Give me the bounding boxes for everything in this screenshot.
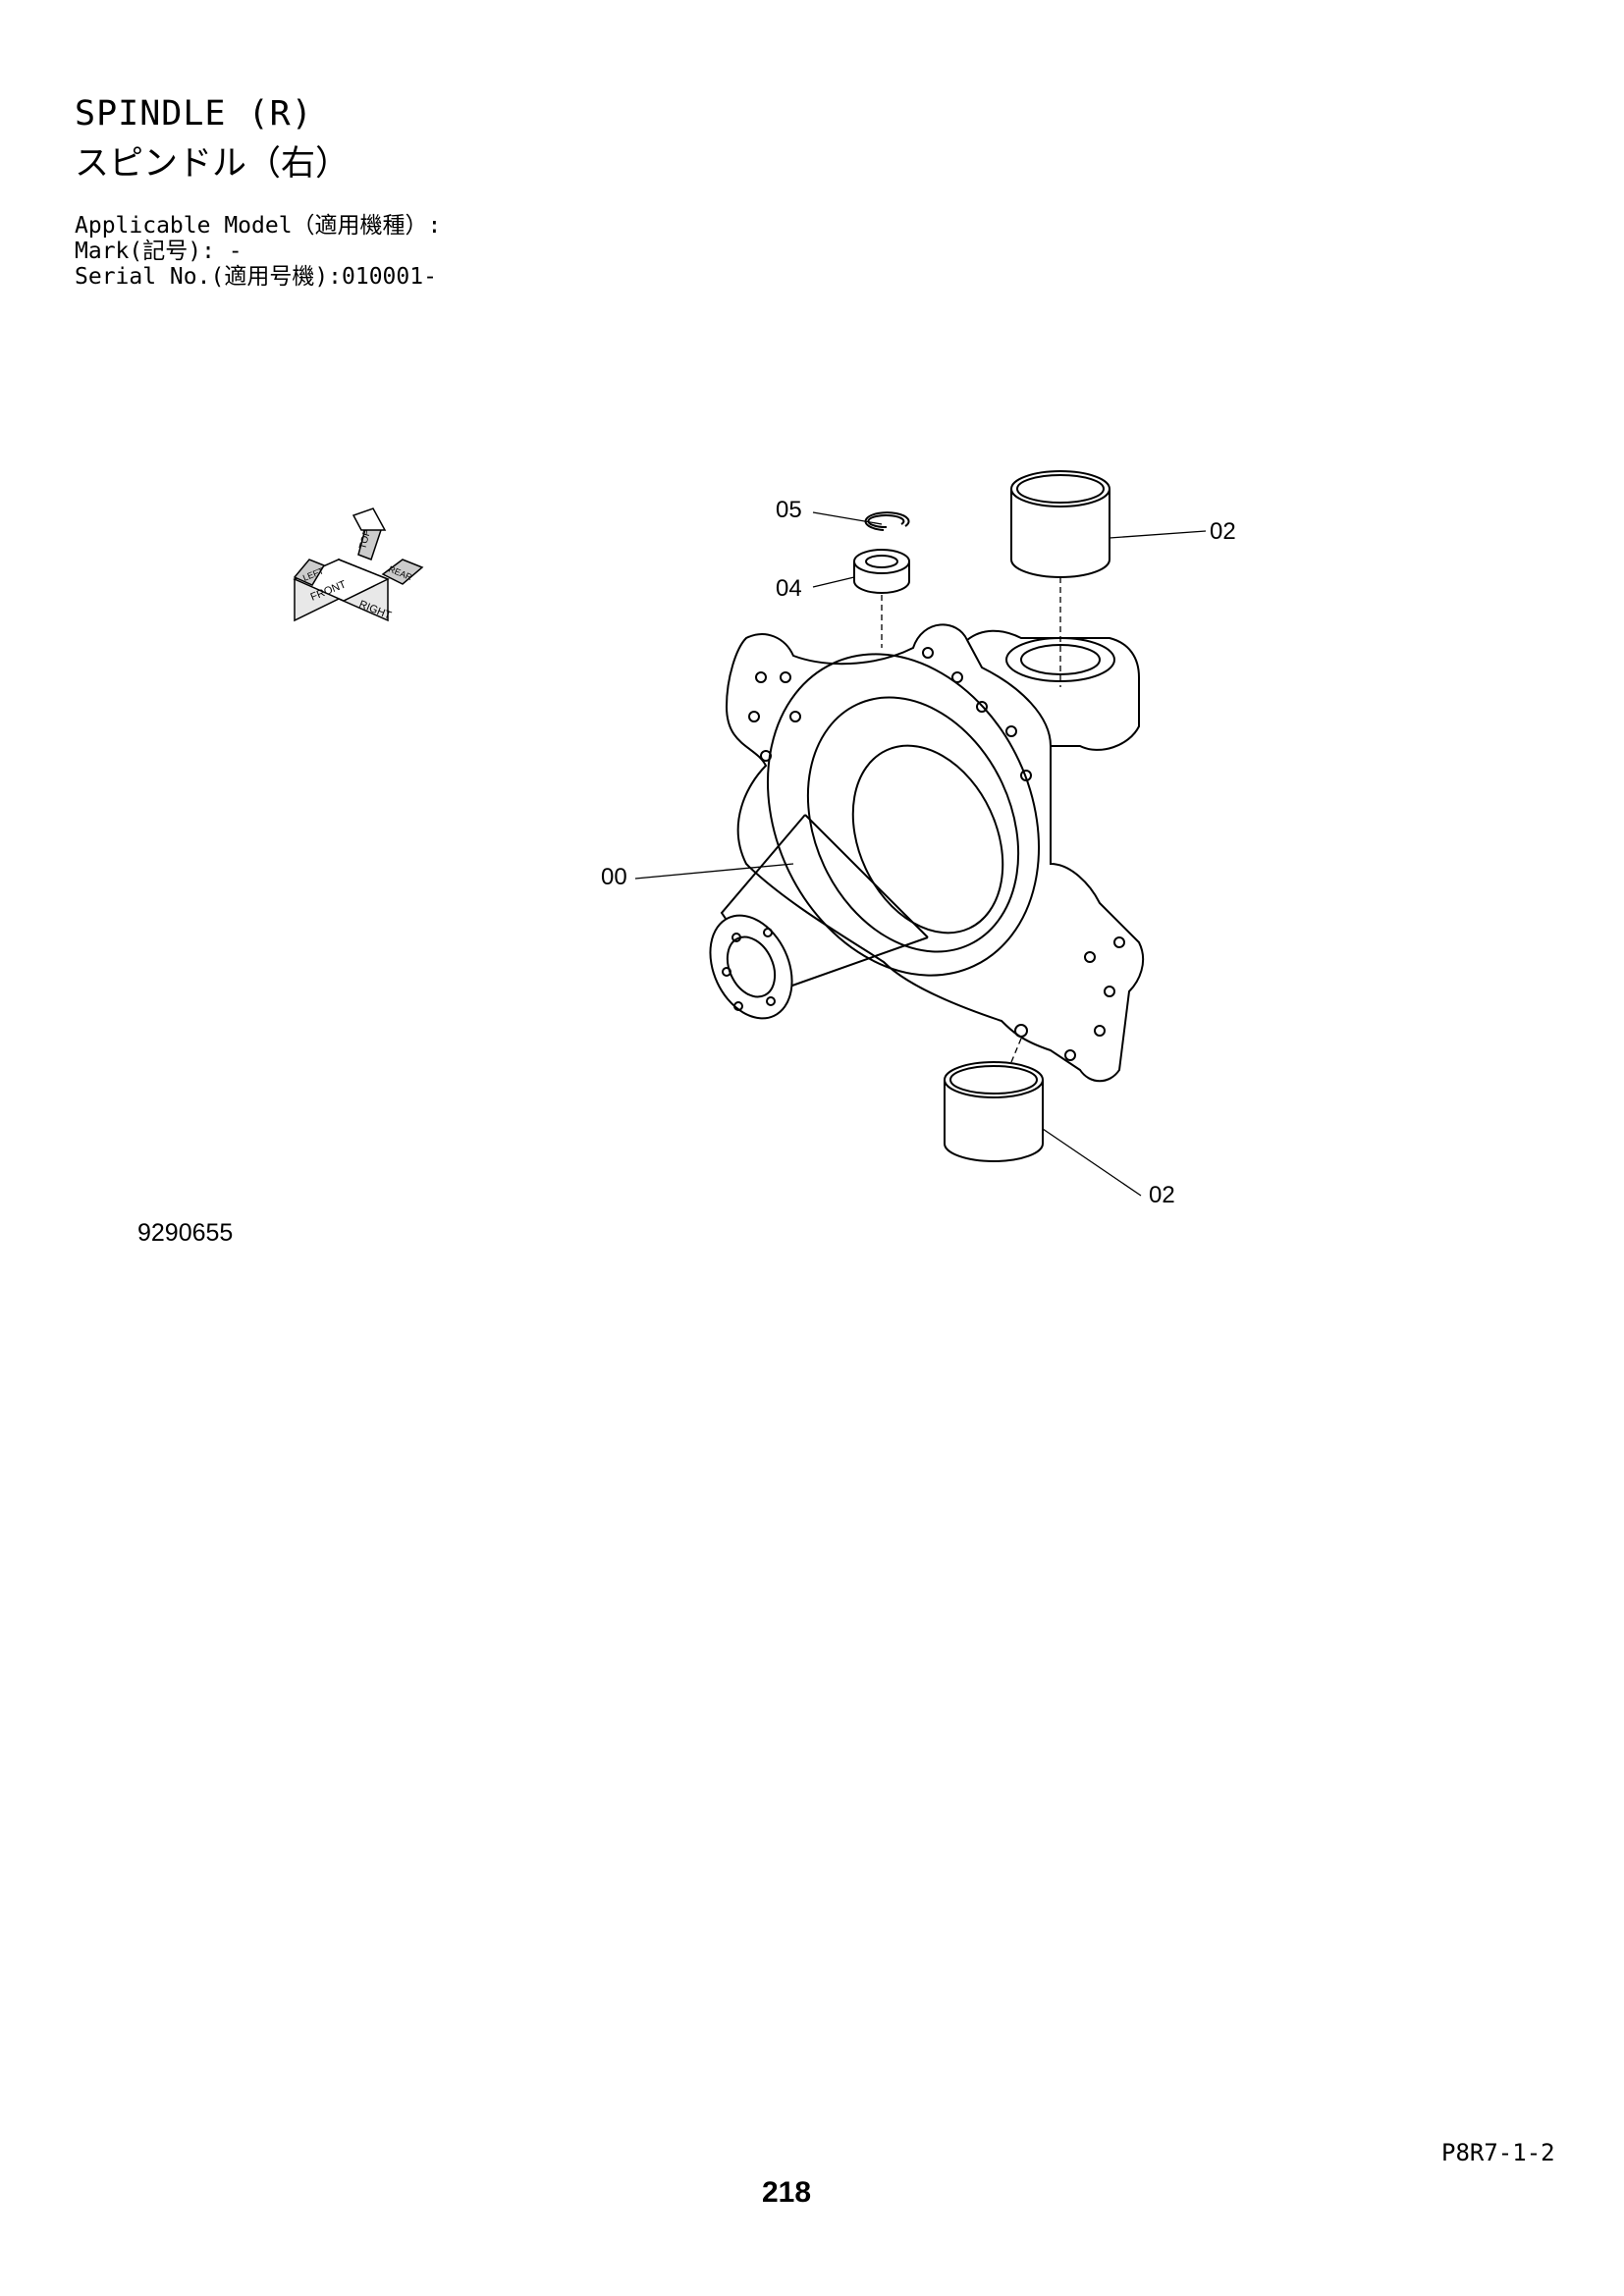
callout-04: 04 xyxy=(776,575,802,602)
bearing-part xyxy=(853,549,910,594)
page-number: 218 xyxy=(762,2176,812,2209)
applicable-model-label: Applicable Model（適用機種）: xyxy=(75,213,442,239)
page-code: P8R7-1-2 xyxy=(1441,2139,1555,2166)
callout-02-upper: 02 xyxy=(1210,518,1236,545)
snap-ring-part xyxy=(864,511,910,531)
serial-number-label: Serial No.(適用号機):010001- xyxy=(75,264,437,290)
orientation-label-top: TOP xyxy=(357,528,373,551)
spindle-body-part xyxy=(709,623,1145,1083)
bushing-lower-part xyxy=(944,1061,1044,1162)
leader-lines xyxy=(634,511,1207,1197)
callout-02-lower: 02 xyxy=(1149,1182,1175,1208)
callout-05: 05 xyxy=(776,497,802,523)
title-japanese: スピンドル（右） xyxy=(75,144,351,184)
callout-00: 00 xyxy=(601,864,627,890)
orientation-cube-icon: FRONT RIGHT TOP LEFT REAR xyxy=(293,507,424,622)
bushing-upper-part xyxy=(1010,470,1110,578)
title-english: SPINDLE (R) xyxy=(75,94,313,133)
mark-label: Mark(記号): - xyxy=(75,239,243,264)
drawing-id: 9290655 xyxy=(137,1219,234,1247)
